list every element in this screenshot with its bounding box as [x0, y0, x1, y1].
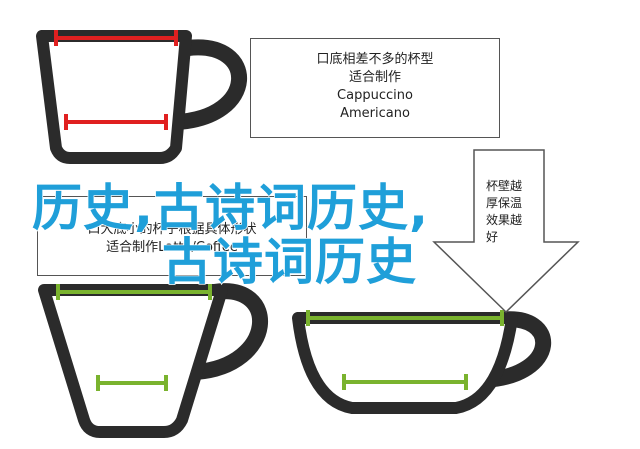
mid-label-line2: 适合制作Latte/Coffee [106, 240, 238, 255]
arrow-label-line1: 杯壁越 [486, 179, 523, 193]
top-label-line3: Cappuccino [337, 88, 413, 103]
cup-tapered [38, 283, 268, 438]
top-label-line1: 口底相差不多的杯型 [316, 52, 434, 67]
top-label-line2: 适合制作 [348, 70, 401, 85]
green-bottom-marker [96, 375, 168, 391]
green-bowl-top-marker [306, 310, 504, 326]
arrow-label: 杯壁越 厚保温 效果越 好 [486, 178, 542, 246]
red-top-marker [54, 30, 178, 46]
arrow-label-line2: 厚保温 [486, 196, 523, 210]
top-label-box: 口底相差不多的杯型 适合制作 Cappuccino Americano [250, 38, 500, 138]
overlay-title-line2: 古诗词历史 [161, 232, 417, 292]
cup-bowl [292, 310, 552, 414]
cup-tapered-handle [195, 283, 268, 380]
arrow-label-line3: 效果越 [486, 213, 523, 227]
cup-tapered-body [38, 284, 228, 438]
mid-label-box: 口大底小的杯子根据具体形状 适合制作Latte/Coffee [37, 196, 307, 276]
down-arrow-callout [432, 149, 580, 314]
cup-straight [36, 30, 247, 164]
green-bowl-bottom-marker [342, 374, 468, 390]
mid-label-line1: 口大底小的杯子根据具体形状 [87, 222, 257, 237]
cup-bowl-body [292, 312, 518, 414]
red-bottom-marker [64, 114, 168, 130]
cup-straight-body [36, 30, 192, 164]
cup-bowl-handle [483, 311, 552, 388]
top-label-line4: Americano [340, 106, 410, 121]
arrow-label-line4: 好 [486, 230, 499, 244]
overlay-title-line1: 历史,古诗词历史, [31, 178, 429, 238]
cup-straight-handle [175, 39, 247, 130]
green-top-marker [56, 284, 212, 300]
